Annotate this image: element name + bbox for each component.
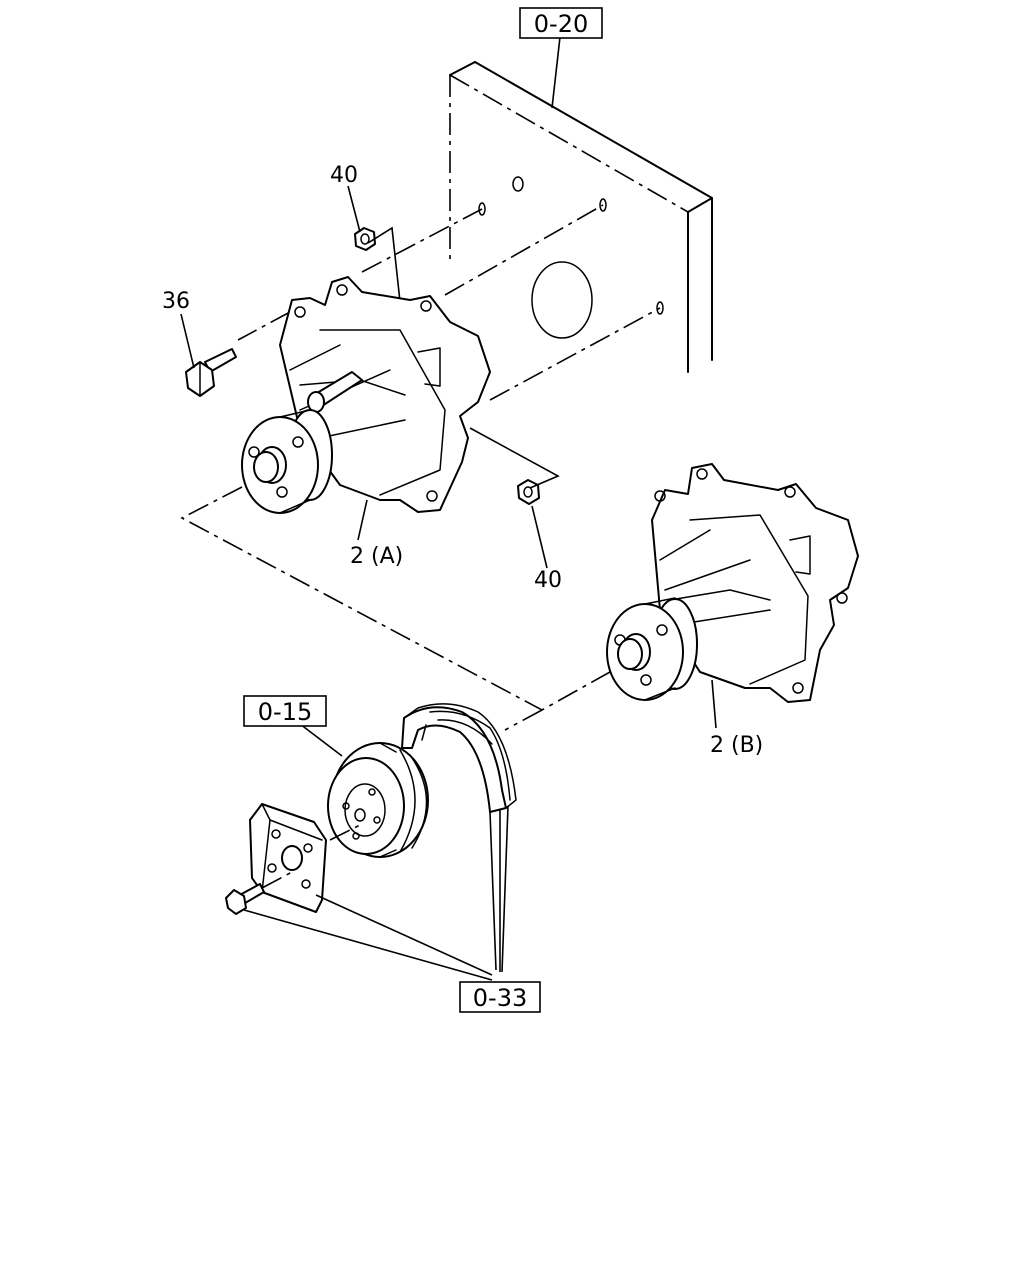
pump-a-leader bbox=[357, 499, 368, 541]
ref-box-0-20[interactable]: 0-20 bbox=[519, 7, 603, 39]
alternate-bracket bbox=[180, 486, 611, 711]
belt-leader-lines bbox=[243, 805, 509, 981]
bolt-centerline bbox=[261, 871, 293, 889]
nut-upper-path bbox=[367, 226, 403, 321]
stud-centerlines bbox=[237, 204, 661, 401]
pulley-centerline bbox=[329, 824, 361, 841]
ref-0-20-leader bbox=[551, 36, 561, 109]
part-label-bolt: 36 bbox=[162, 289, 190, 314]
part-label-nut-lower: 40 bbox=[534, 568, 562, 593]
nut-40-upper bbox=[354, 227, 376, 251]
nut-upper-leader bbox=[347, 185, 361, 233]
ref-box-0-15[interactable]: 0-15 bbox=[243, 695, 327, 727]
flange-bolt bbox=[225, 883, 265, 915]
nut-lower-leader bbox=[531, 505, 548, 569]
pulley-leader bbox=[299, 723, 343, 757]
bolt-leader bbox=[180, 313, 195, 369]
mounting-plate bbox=[449, 61, 713, 373]
ref-label-0-20: 0-20 bbox=[534, 10, 588, 38]
nut-lower-path bbox=[469, 427, 560, 489]
part-label-pump-a: 2 (A) bbox=[350, 544, 403, 569]
water-pump-b bbox=[606, 463, 859, 703]
water-pump-a bbox=[241, 276, 491, 514]
alternate-bracket-tail bbox=[504, 709, 543, 731]
ref-box-0-33[interactable]: 0-33 bbox=[459, 981, 541, 1013]
part-label-pump-b: 2 (B) bbox=[710, 733, 763, 758]
pulley bbox=[327, 742, 429, 858]
ref-label-0-33: 0-33 bbox=[473, 984, 527, 1012]
fan-flange-plate bbox=[249, 803, 327, 913]
drive-belt bbox=[401, 703, 517, 813]
nut-40-lower bbox=[517, 479, 540, 505]
bolt-36 bbox=[185, 348, 237, 397]
ref-label-0-15: 0-15 bbox=[258, 698, 312, 726]
pump-b-leader bbox=[711, 679, 717, 729]
part-label-nut-upper: 40 bbox=[330, 163, 358, 188]
